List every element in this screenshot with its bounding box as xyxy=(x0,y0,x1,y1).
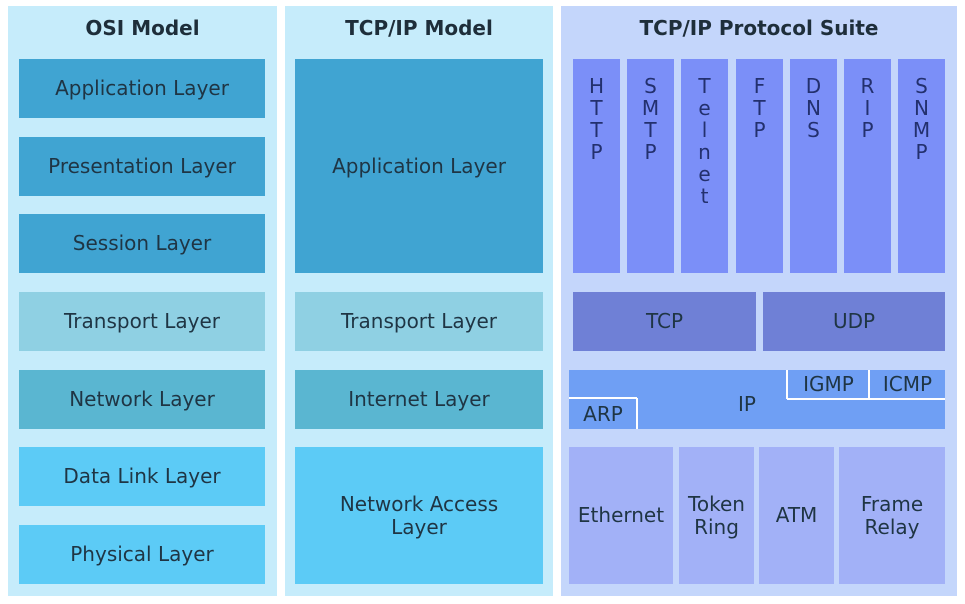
osi-data-link-layer: Data Link Layer xyxy=(19,447,265,506)
protocol-arp: ARP xyxy=(583,401,623,426)
protocol-label-char: e xyxy=(698,96,711,120)
protocol-label-char: R xyxy=(860,74,875,98)
protocol-tcp: TCP xyxy=(573,292,756,351)
protocol-label-char: T xyxy=(698,74,711,98)
protocol-label-char: S xyxy=(915,74,928,98)
osi-session-layer: Session Layer xyxy=(19,214,265,273)
protocol-label-char: n xyxy=(698,140,711,164)
protocol-label-char: e xyxy=(698,162,711,186)
protocol-label-char: F xyxy=(753,74,766,98)
protocol-atm: ATM xyxy=(759,447,834,584)
protocol-label-char: P xyxy=(861,118,874,142)
tcpip-application-layer: Application Layer xyxy=(295,59,543,273)
protocol-igmp: IGMP xyxy=(803,372,854,397)
ip-block xyxy=(569,370,945,429)
protocol-label-char: l xyxy=(701,118,708,142)
protocol-label-char: M xyxy=(641,96,660,120)
protocol-label-char: P xyxy=(590,140,603,164)
protocol-label-char: P xyxy=(644,140,657,164)
tcpip-model-title: TCP/IP Model xyxy=(345,16,493,40)
protocol-ip: IP xyxy=(738,391,756,416)
tcpip-network-access-layer: Network Access Layer xyxy=(295,447,543,584)
osi-presentation-layer: Presentation Layer xyxy=(19,137,265,196)
tcpip-internet-layer: Internet Layer xyxy=(295,370,543,429)
protocol-label-char: N xyxy=(806,96,821,120)
protocol-label-char: T xyxy=(590,96,603,120)
protocol-label-char: t xyxy=(700,184,709,208)
protocol-label-char: S xyxy=(807,118,820,142)
protocol-suite-title: TCP/IP Protocol Suite xyxy=(639,16,879,40)
protocol-label-char: S xyxy=(644,74,657,98)
protocol-label-char: P xyxy=(753,118,766,142)
tcpip-model-panel: TCP/IP Model Application Layer Transport… xyxy=(285,6,553,596)
protocol-label-char: P xyxy=(915,140,928,164)
tcpip-transport-layer: Transport Layer xyxy=(295,292,543,351)
protocol-label-char: I xyxy=(864,96,871,120)
protocol-label-char: N xyxy=(914,96,929,120)
protocol-frame-relay: Frame Relay xyxy=(839,447,945,584)
osi-physical-layer: Physical Layer xyxy=(19,525,265,584)
protocol-udp: UDP xyxy=(763,292,945,351)
osi-model-title: OSI Model xyxy=(85,16,200,40)
protocol-label-char: D xyxy=(805,74,822,98)
protocol-token-ring: Token Ring xyxy=(679,447,754,584)
protocol-label-char: T xyxy=(590,118,603,142)
protocol-label-char: H xyxy=(588,74,605,98)
protocol-label-char: T xyxy=(753,96,766,120)
osi-transport-layer: Transport Layer xyxy=(19,292,265,351)
protocol-label-char: T xyxy=(644,118,657,142)
protocol-label-char: M xyxy=(912,118,931,142)
protocol-ip-shape xyxy=(569,370,945,429)
protocol-ethernet: Ethernet xyxy=(569,447,673,584)
protocol-icmp: ICMP xyxy=(882,372,933,397)
osi-model-panel: OSI Model Application Layer Presentation… xyxy=(8,6,277,596)
osi-application-layer: Application Layer xyxy=(19,59,265,118)
osi-network-layer: Network Layer xyxy=(19,370,265,429)
